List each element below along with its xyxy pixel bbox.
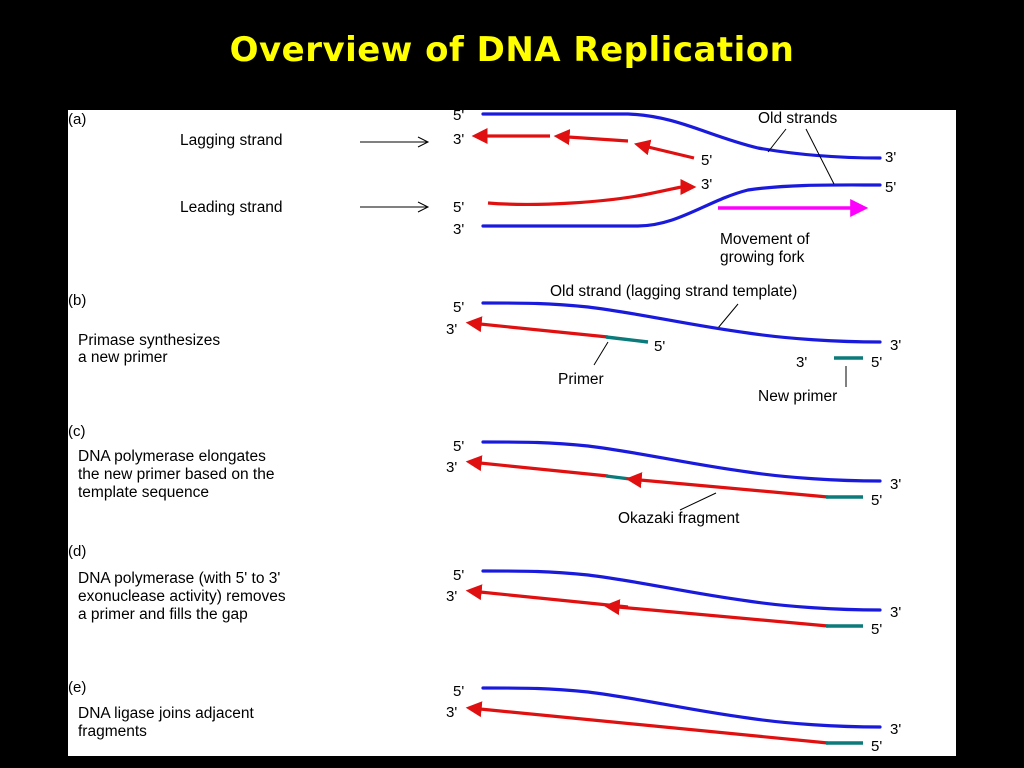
end-label: 3': [885, 149, 896, 166]
panel-c: (c) DNA polymerase elongates the new pri…: [68, 423, 901, 527]
panel-a: (a) Lagging strand Leading strand Old st…: [68, 110, 896, 266]
new-strand-fragment: [465, 584, 629, 609]
end-label: 3': [446, 588, 457, 605]
panel-b-desc-2: a new primer: [78, 349, 168, 366]
old-strand-template-label: Old strand (lagging strand template): [550, 283, 797, 300]
end-label: 3': [796, 354, 807, 371]
panel-d: (d) DNA polymerase (with 5' to 3' exonuc…: [68, 543, 901, 638]
end-label: 3': [890, 337, 901, 354]
old-strands-label: Old strands: [758, 110, 838, 127]
dna-replication-diagram: (a) Lagging strand Leading strand Old st…: [68, 110, 901, 755]
panel-b-desc-1: Primase synthesizes: [78, 332, 220, 349]
primer-label: Primer: [558, 371, 604, 388]
end-label: 5': [885, 179, 896, 196]
primer-pointer: [593, 341, 609, 366]
lagging-fragment-3: [633, 139, 695, 160]
panel-d-desc-1: DNA polymerase (with 5' to 3': [78, 570, 280, 587]
old-strand: [481, 686, 882, 729]
end-label: 5': [453, 438, 464, 455]
panel-e: (e) DNA ligase joins adjacent fragments …: [68, 679, 901, 755]
panel-b-tag: (b): [68, 292, 86, 309]
leading-pointer-head: [417, 201, 430, 213]
movement-label-line-1: Movement of: [720, 231, 810, 248]
new-strand-fragment: [465, 316, 609, 339]
primer-segment: [605, 335, 649, 344]
end-label: 5': [871, 354, 882, 371]
panel-b: (b) Primase synthesizes a new primer Old…: [68, 283, 901, 405]
old-strand-template: [481, 301, 882, 344]
panel-c-desc-1: DNA polymerase elongates: [78, 448, 266, 465]
leading-strand-label: Leading strand: [180, 199, 283, 216]
panel-c-desc-3: template sequence: [78, 484, 209, 501]
movement-label-line-2: growing fork: [720, 249, 805, 266]
old-strand-bottom: [481, 183, 882, 228]
panel-d-desc-2: exonuclease activity) removes: [78, 588, 286, 605]
end-label: 3': [890, 604, 901, 621]
end-label: 5': [453, 299, 464, 316]
panel-c-tag: (c): [68, 423, 86, 440]
panel-c-desc-2: the new primer based on the: [78, 466, 274, 483]
panel-e-desc-2: fragments: [78, 723, 147, 740]
old-strands-pointer-2: [805, 128, 835, 185]
panel-a-tag: (a): [68, 111, 86, 128]
old-strand: [481, 569, 882, 612]
joined-new-strand: [465, 701, 829, 745]
end-label: 5': [453, 199, 464, 216]
end-label: 3': [446, 459, 457, 476]
slide-title: Overview of DNA Replication: [229, 30, 795, 70]
old-strands-pointer-1: [767, 128, 787, 153]
end-label: 5': [871, 738, 882, 755]
end-label: 3': [890, 476, 901, 493]
okazaki-fragment-label: Okazaki fragment: [618, 510, 740, 527]
end-label: 5': [701, 152, 712, 169]
filled-fragment: [603, 599, 829, 628]
new-primer-label: New primer: [758, 388, 837, 405]
end-label: 5': [871, 621, 882, 638]
panel-d-tag: (d): [68, 543, 86, 560]
panel-d-desc-3: a primer and fills the gap: [78, 606, 248, 623]
end-label: 3': [453, 221, 464, 238]
panel-e-tag: (e): [68, 679, 86, 696]
okazaki-fragment: [625, 472, 829, 499]
end-label: 5': [654, 338, 665, 355]
old-strand-template-pointer: [717, 303, 739, 329]
leading-new-strand: [487, 179, 697, 207]
okazaki-pointer: [679, 492, 717, 511]
old-strand: [481, 440, 882, 483]
lagging-pointer-head: [417, 136, 430, 148]
end-label: 5': [453, 110, 464, 124]
figure-panel: (a) Lagging strand Leading strand Old st…: [68, 110, 956, 756]
new-strand-fragment: [465, 455, 609, 478]
old-strand-top: [481, 112, 882, 160]
end-label: 3': [701, 176, 712, 193]
end-label: 3': [453, 131, 464, 148]
end-label: 5': [453, 567, 464, 584]
end-label: 3': [446, 704, 457, 721]
lagging-strand-label: Lagging strand: [180, 132, 283, 149]
primer-segment: [605, 474, 631, 481]
lagging-fragment-2: [553, 129, 629, 146]
end-label: 3': [446, 321, 457, 338]
end-label: 5': [871, 492, 882, 509]
panel-e-desc-1: DNA ligase joins adjacent: [78, 705, 254, 722]
end-label: 5': [453, 683, 464, 700]
end-label: 3': [890, 721, 901, 738]
